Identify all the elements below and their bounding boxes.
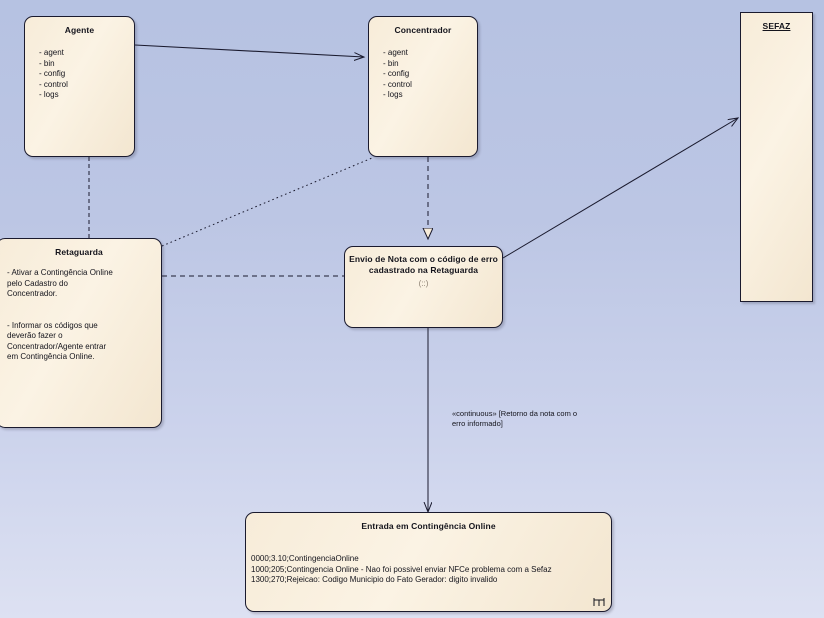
node-entrada-contingencia[interactable]: Entrada em Contingência Online 0000;3.10… bbox=[245, 512, 612, 612]
feature-item: - bin bbox=[39, 58, 55, 68]
edge-retaguarda-to-concentrador bbox=[161, 157, 373, 247]
node-concentrador[interactable]: Concentrador - agent - bin - config - co… bbox=[368, 16, 478, 157]
edge-agente-to-concentrador bbox=[134, 44, 364, 57]
edge-envio-to-sefaz bbox=[502, 118, 738, 259]
node-entrada-contingencia-body: 0000;3.10;ContingenciaOnline 1000;205;Co… bbox=[251, 554, 552, 584]
feature-item: - config bbox=[383, 69, 410, 78]
node-agente-features: - agent - bin - config - control - logs bbox=[25, 36, 134, 101]
feature-item: - config bbox=[39, 69, 66, 78]
node-retaguarda-body: - Ativar a Contingência Online pelo Cada… bbox=[7, 268, 113, 361]
node-concentrador-title: Concentrador bbox=[394, 25, 452, 35]
edge-label-envio-to-entrada: «continuous» [Retorno da nota com o erro… bbox=[452, 409, 578, 428]
node-entrada-contingencia-title: Entrada em Contingência Online bbox=[361, 521, 496, 531]
note-marker-icon bbox=[593, 598, 605, 606]
node-concentrador-features: - agent - bin - config - control - logs bbox=[369, 36, 477, 101]
node-retaguarda-title: Retaguarda bbox=[55, 247, 103, 257]
node-retaguarda[interactable]: Retaguarda - Ativar a Contingência Onlin… bbox=[0, 238, 162, 428]
node-agente-title: Agente bbox=[64, 25, 95, 35]
feature-item: - logs bbox=[39, 90, 59, 99]
feature-item: - bin bbox=[383, 58, 399, 68]
feature-item: - control bbox=[39, 79, 68, 89]
node-envio-nota[interactable]: Envio de Nota com o código de erro cadas… bbox=[344, 246, 503, 328]
node-envio-nota-title: Envio de Nota com o código de erro cadas… bbox=[349, 254, 498, 275]
feature-item: - agent bbox=[383, 48, 408, 57]
feature-item: - logs bbox=[383, 90, 403, 99]
feature-item: - agent bbox=[39, 48, 64, 57]
node-envio-nota-subtitle: (::) bbox=[418, 279, 429, 288]
node-agente[interactable]: Agente - agent - bin - config - control … bbox=[24, 16, 135, 157]
node-sefaz-title: SEFAZ bbox=[762, 21, 791, 31]
node-sefaz[interactable]: SEFAZ bbox=[740, 12, 813, 302]
feature-item: - control bbox=[383, 79, 412, 89]
